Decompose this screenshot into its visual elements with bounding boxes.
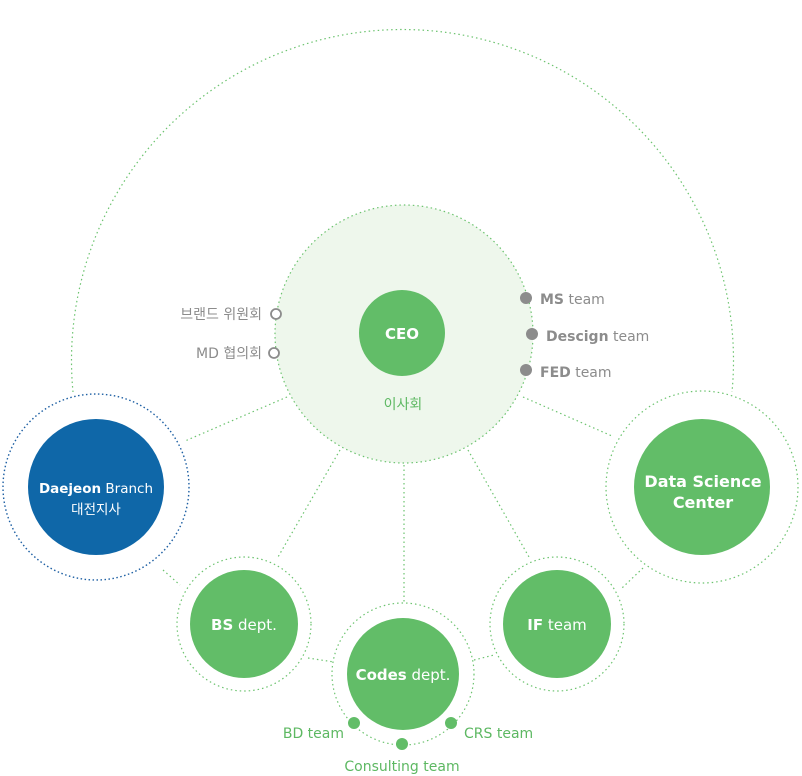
bs-dept-node[interactable]: BS dept. [176, 556, 312, 692]
daejeon-bold: Daejeon [39, 481, 101, 497]
codes-bold: Codes [356, 666, 407, 684]
bd-team-label: BD team [283, 726, 344, 742]
bs-bold: BS [211, 616, 233, 634]
daejeon-sub-label: 대전지사 [71, 502, 121, 518]
team-ms-label: MS team [540, 292, 605, 308]
filled-dot-icon [520, 364, 532, 376]
crs-team-label: CRS team [464, 726, 533, 742]
committee-md[interactable]: MD 협의회 [196, 346, 280, 362]
team-ms-bold: MS [540, 292, 564, 308]
filled-dot-icon [526, 328, 538, 340]
codes-circle [347, 618, 459, 730]
if-rest: team [543, 616, 587, 634]
bs-rest: dept. [233, 616, 277, 634]
filled-dot-icon [520, 292, 532, 304]
daejeon-rest: Branch [101, 481, 153, 497]
team-fed-bold: FED [540, 365, 571, 381]
codes-rest: dept. [407, 666, 451, 684]
team-fed[interactable]: FED team [520, 364, 612, 381]
filled-dot-icon [445, 717, 457, 729]
dsc-label-line1: Data Science [644, 472, 761, 491]
connector-lines [162, 396, 644, 663]
hollow-circle-icon [268, 347, 280, 359]
committee-brand-label: 브랜드 위원회 [180, 307, 262, 323]
ceo-label: CEO [385, 325, 419, 343]
committee-brand[interactable]: 브랜드 위원회 [180, 307, 282, 323]
if-team-node[interactable]: IF team [489, 556, 625, 692]
daejeon-branch-node[interactable]: Daejeon Branch 대전지사 [2, 393, 190, 581]
team-fed-label: FED team [540, 365, 612, 381]
committee-md-label: MD 협의회 [196, 346, 262, 362]
team-descign-label: Descign team [546, 329, 649, 345]
daejeon-label: Daejeon Branch [39, 481, 153, 497]
daejeon-circle [28, 419, 164, 555]
team-fed-rest: team [571, 365, 612, 381]
team-descign-bold: Descign [546, 329, 609, 345]
ceo-node[interactable]: CEO [359, 290, 445, 376]
filled-dot-icon [348, 717, 360, 729]
team-descign[interactable]: Descign team [526, 328, 649, 345]
if-label: IF team [527, 616, 587, 634]
crs-team[interactable]: CRS team [445, 717, 533, 742]
ceo-circle [359, 290, 445, 376]
consulting-team-label: Consulting team [344, 759, 459, 775]
codes-label: Codes dept. [356, 666, 451, 684]
if-bold: IF [527, 616, 543, 634]
hollow-circle-icon [270, 308, 282, 320]
bs-label: BS dept. [211, 616, 277, 634]
bd-team[interactable]: BD team [283, 717, 360, 742]
dsc-label-line2: Center [673, 493, 733, 512]
data-science-center-node[interactable]: Data Science Center [605, 390, 799, 584]
if-circle [503, 570, 611, 678]
team-descign-rest: team [609, 329, 650, 345]
bs-circle [190, 570, 298, 678]
dsc-circle [634, 419, 770, 555]
codes-dept-node[interactable]: Codes dept. [331, 602, 475, 746]
consulting-team[interactable]: Consulting team [344, 738, 460, 775]
team-ms[interactable]: MS team [520, 292, 605, 308]
filled-dot-icon [396, 738, 408, 750]
board-label: 이사회 [384, 397, 423, 413]
team-ms-rest: team [564, 292, 605, 308]
